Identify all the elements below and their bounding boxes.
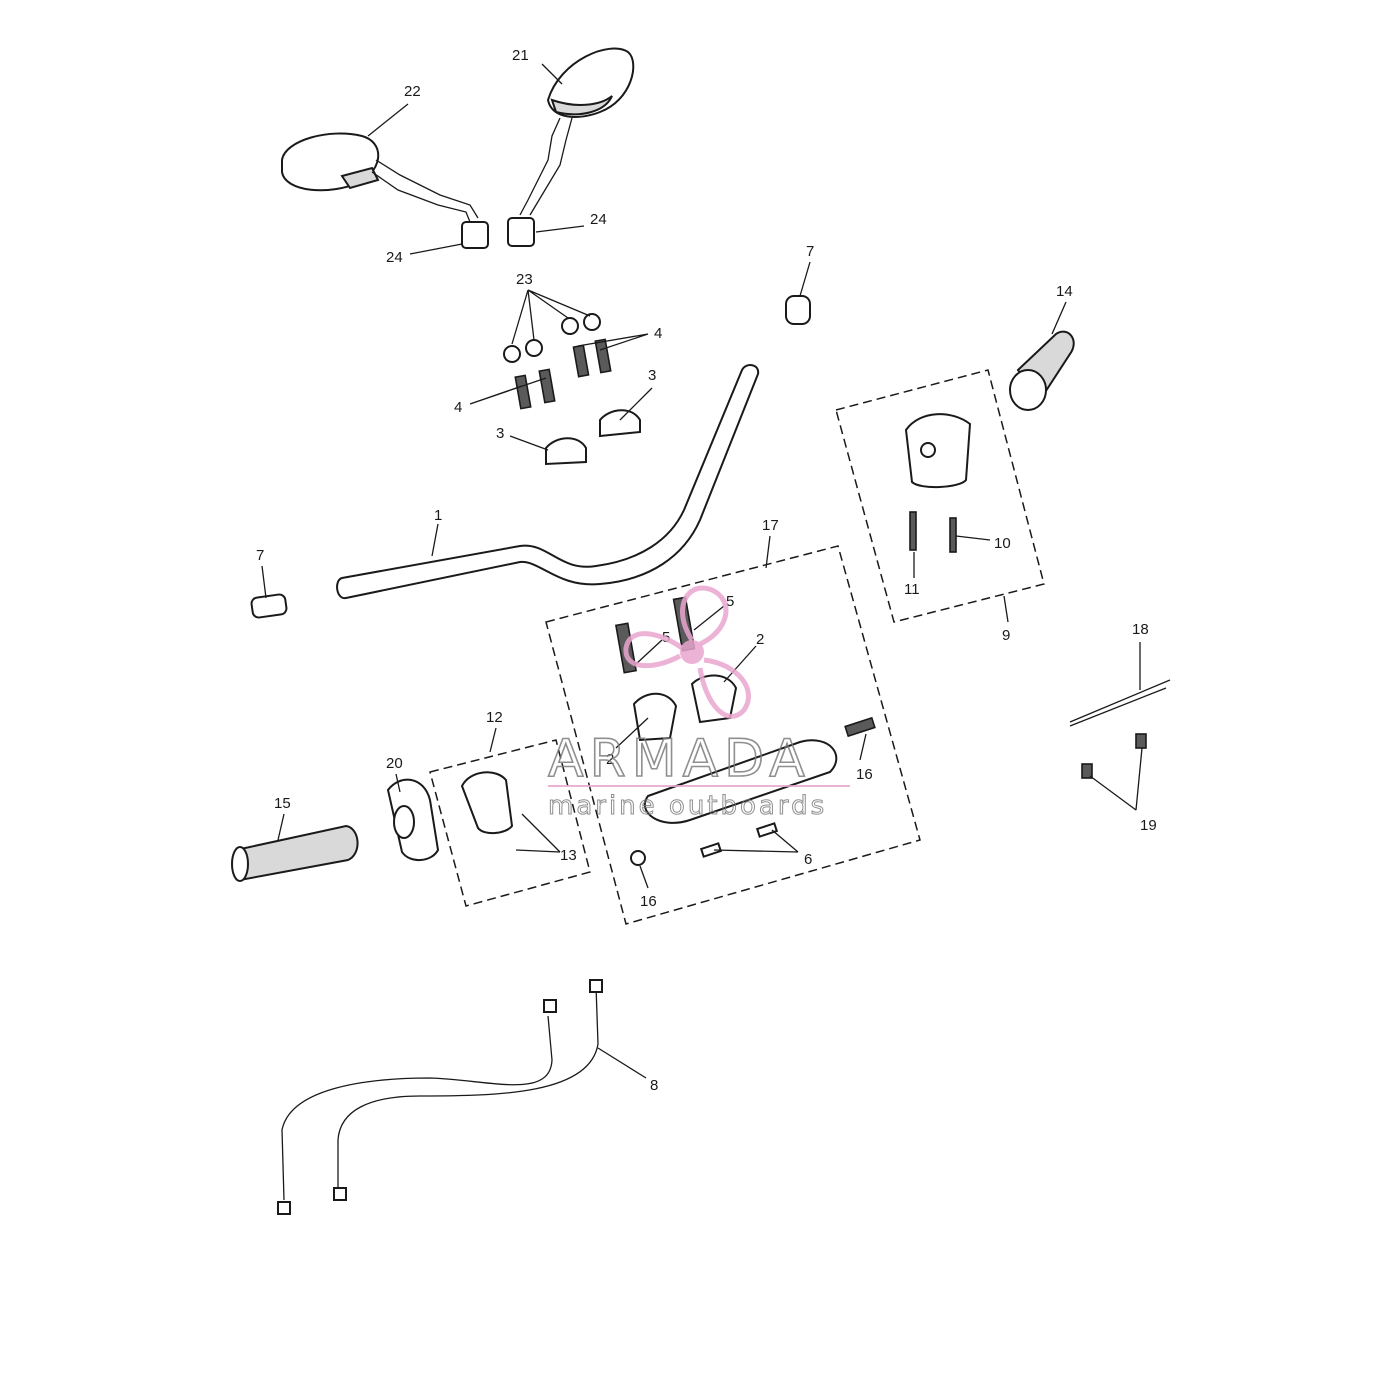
callout-7-right: 7 — [806, 243, 814, 260]
cable-clip — [1069, 679, 1171, 779]
callout-3-right: 3 — [648, 367, 656, 384]
throttle-cables — [277, 979, 603, 1215]
watermark-tagline: marine outboards — [548, 791, 827, 821]
callout-23: 23 — [516, 271, 533, 288]
callout-24-left: 24 — [386, 249, 403, 266]
right-switch-housing — [904, 413, 972, 488]
callout-7-left: 7 — [256, 547, 264, 564]
callout-21: 21 — [512, 47, 529, 64]
callout-12: 12 — [486, 709, 503, 726]
bar-end-right — [785, 295, 811, 325]
callout-22: 22 — [404, 83, 421, 100]
callout-10: 10 — [994, 535, 1011, 552]
callout-14: 14 — [1056, 283, 1073, 300]
callout-8: 8 — [650, 1077, 658, 1094]
callout-17: 17 — [762, 517, 779, 534]
callout-13: 13 — [560, 847, 577, 864]
callout-9: 9 — [1002, 627, 1010, 644]
callout-16-left: 16 — [640, 893, 657, 910]
callout-6: 6 — [804, 851, 812, 868]
watermark: ARMADA marine outboards — [547, 585, 850, 822]
callout-4-lower: 4 — [454, 399, 462, 416]
right-switch-frame — [835, 369, 1045, 623]
callout-5-right: 5 — [726, 593, 734, 610]
left-switch-frame — [429, 739, 591, 907]
callout-1: 1 — [434, 507, 442, 524]
callout-4-upper: 4 — [654, 325, 662, 342]
switch-screws — [909, 511, 957, 553]
left-grip — [231, 824, 359, 882]
callout-2-left: 2 — [606, 751, 614, 768]
handlebar — [336, 364, 760, 600]
callout-20: 20 — [386, 755, 403, 772]
callout-19: 19 — [1140, 817, 1157, 834]
callout-11: 11 — [904, 581, 920, 598]
callout-3-left: 3 — [496, 425, 504, 442]
callout-16-right: 16 — [856, 766, 873, 783]
right-grip — [1009, 330, 1075, 411]
upper-clamps — [545, 409, 641, 466]
top-yoke — [630, 716, 876, 866]
callout-15: 15 — [274, 795, 291, 812]
propeller-logo-icon — [623, 585, 751, 719]
mirror-left — [281, 132, 489, 249]
bar-end-left — [250, 593, 288, 619]
callout-2-right: 2 — [756, 631, 764, 648]
leader-lines — [261, 63, 1143, 1079]
watermark-brand: ARMADA — [548, 729, 811, 789]
clamp-frame — [545, 545, 921, 925]
callout-24-right: 24 — [590, 211, 607, 228]
left-switch-housing — [460, 771, 514, 834]
throttle-body — [386, 778, 440, 861]
mirror-right — [507, 47, 635, 247]
callout-18: 18 — [1132, 621, 1149, 638]
